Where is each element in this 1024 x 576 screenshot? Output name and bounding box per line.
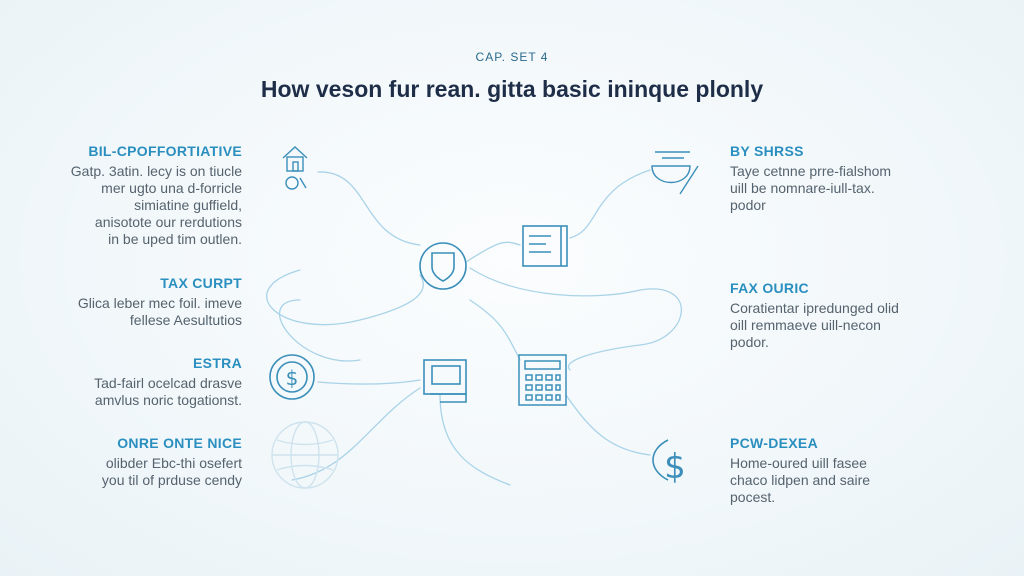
- block-heading: TAX CURPT: [160, 275, 242, 291]
- right-block-2: FAX OURIC Coratientar ipredunged olid oi…: [730, 280, 990, 351]
- right-block-1: BY SHRSS Taye cetnne prre-fialshom uill …: [730, 143, 990, 214]
- document-icon: [522, 225, 568, 267]
- block-body: Tad-fairl ocelcad drasve amvlus noric to…: [94, 375, 242, 408]
- left-block-1: BIL-CPOFFORTIATIVE Gatp. 3atin. lecy is …: [12, 143, 242, 248]
- shield-icon: [419, 242, 467, 290]
- block-body: Coratientar ipredunged olid oill remmaev…: [730, 300, 899, 350]
- receipt-icon: [651, 151, 699, 195]
- block-body: Taye cetnne prre-fialshom uill be nomnar…: [730, 163, 892, 213]
- block-body: olibder Ebc-thi osefert you til of prdus…: [101, 455, 242, 488]
- left-block-3: ESTRA Tad-fairl ocelcad drasve amvlus no…: [12, 355, 242, 409]
- svg-text:$: $: [286, 366, 299, 390]
- block-heading: ESTRA: [193, 355, 242, 371]
- briefcase-icon: [423, 359, 467, 403]
- svg-text:$: $: [664, 447, 686, 487]
- kicker-label: CAP. SET 4: [475, 50, 549, 64]
- block-heading: FAX OURIC: [730, 280, 809, 296]
- block-body: Home-oured uill fasee chaco lidpen and s…: [730, 455, 871, 505]
- globe-icon: [271, 421, 339, 489]
- calculator-icon: [518, 354, 567, 406]
- page-title: How veson fur rean. gitta basic ininque …: [260, 76, 764, 102]
- left-block-2: TAX CURPT Glica leber mec foil. imeve fe…: [12, 275, 242, 329]
- left-block-4: ONRE ONTE NICE olibder Ebc-thi osefert y…: [12, 435, 242, 489]
- dollar-icon: $: [652, 439, 686, 487]
- block-heading: BIL-CPOFFORTIATIVE: [88, 143, 242, 159]
- block-body: Glica leber mec foil. imeve fellese Aesu…: [77, 295, 242, 328]
- connector-lines: [266, 169, 682, 486]
- block-heading: ONRE ONTE NICE: [117, 435, 242, 451]
- block-body: Gatp. 3atin. lecy is on tiucle mer ugto …: [70, 163, 242, 247]
- house-icon: [282, 146, 308, 190]
- right-block-3: PCW-DEXEA Home-oured uill fasee chaco li…: [730, 435, 990, 506]
- dollar-icon: $: [269, 354, 315, 400]
- block-heading: BY SHRSS: [730, 143, 804, 159]
- block-heading: PCW-DEXEA: [730, 435, 818, 451]
